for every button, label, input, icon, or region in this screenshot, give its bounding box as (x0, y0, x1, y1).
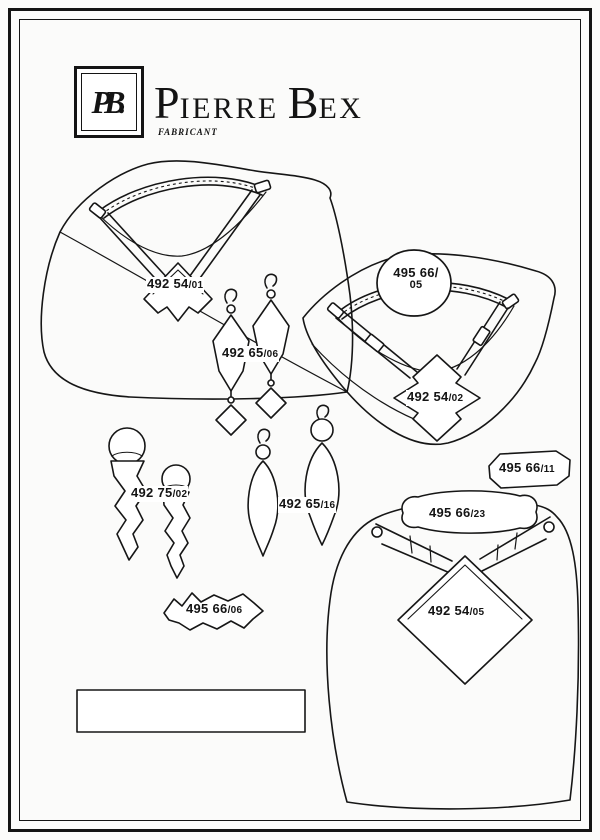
brand-logo-box: PB. (74, 66, 144, 138)
necklace-2-left-clasp (326, 302, 345, 319)
earring-cone-left-drop (110, 460, 147, 561)
earring-cone-right-drop (162, 491, 191, 579)
earring-cone-left-top (108, 427, 146, 465)
drawing-earrings-zigzag-drops (108, 427, 191, 579)
drawing-zigzag-bar (163, 592, 264, 631)
blank-caption-box (76, 689, 306, 733)
necklace-1-left-chain (99, 212, 172, 288)
drawing-octagon-bar (488, 450, 571, 489)
brand-name-initial-2: B (287, 77, 319, 128)
necklace-1-left-clasp (88, 202, 107, 219)
necklace-3-large-diamond-pendant (397, 555, 533, 685)
brand-monogram: PB. (91, 83, 127, 120)
item-code-49254-01: 492 54/01 (146, 276, 205, 293)
collar-left-band (375, 523, 453, 574)
item-code-49275-02: 492 75/02 (130, 485, 189, 502)
item-code-49254-05: 492 54/05 (428, 603, 485, 619)
item-code-49265-06: 492 65/06 (221, 345, 280, 362)
earring-leaf-left (247, 460, 279, 557)
brand-logo-inner-frame: PB. (81, 73, 137, 131)
brand-name-rest-2: EX (318, 92, 364, 125)
drawing-ornate-plaque (401, 490, 538, 534)
item-code-49265-16: 492 65/16 (278, 496, 337, 513)
necklace-1-right-chain (186, 189, 261, 286)
earring-leaf-right (304, 442, 340, 546)
earring-kite-right (252, 299, 290, 375)
item-code-49566-23: 495 66/23 (429, 505, 486, 521)
collar-right-band (479, 516, 551, 572)
necklace-2-left-link (364, 333, 385, 353)
item-code-49254-02: 492 54/02 (406, 389, 465, 406)
item-code-49566-05: 495 66/05 (393, 265, 439, 291)
item-code-49566-11: 495 66/11 (499, 460, 555, 476)
necklace-1-right-clasp (253, 179, 272, 194)
brand-subtitle: FABRICANT (158, 127, 218, 137)
necklace-2-right-clasp (501, 293, 520, 310)
necklace-2-right-link (472, 325, 491, 347)
drawing-oval-tag (376, 249, 452, 317)
brand-name-initial-1: P (154, 77, 180, 128)
item-code-49566-06: 495 66/06 (186, 601, 243, 617)
brand-name-rest-1: IERRE (179, 92, 279, 125)
drawing-necklace-bust-3 (326, 499, 580, 810)
drawing-earrings-leaf-drops (247, 404, 340, 557)
